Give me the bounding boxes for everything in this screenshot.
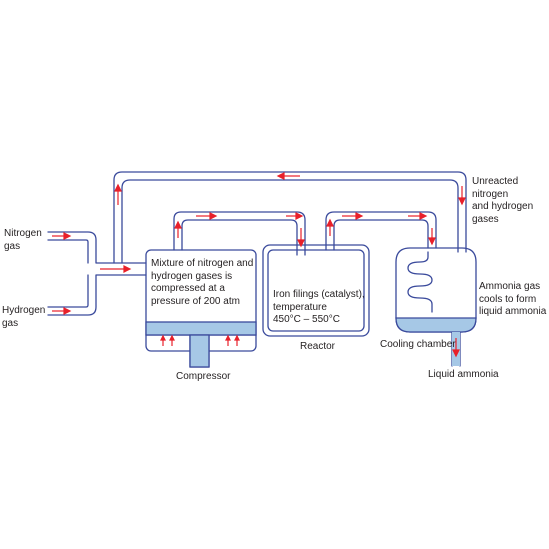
reactor-conditions: Iron filings (catalyst), temperature 450… [273, 289, 365, 327]
reactor-cooling-pipe-inner [333, 219, 429, 251]
mixed-gas-arrow [100, 265, 132, 273]
reactor-conditions-line-3: 450°C – 550°C [273, 314, 340, 325]
cooling-chamber-label: Cooling chamber [380, 339, 456, 350]
nitrogen-inlet-pipe-inner [47, 239, 89, 264]
mixture-line-4: pressure of 200 atm [151, 295, 240, 307]
mixture-line-2: hydrogen gases is [151, 270, 233, 282]
liquid-ammonia-pool [395, 317, 477, 333]
reactor-down-arrow [297, 228, 305, 248]
ammonia-cools-label: Ammonia gas cools to form liquid ammonia [479, 281, 546, 319]
mixture-description: Mixture of nitrogen and hydrogen gases i… [151, 258, 253, 308]
unreacted-line-3: and hydrogen [472, 201, 534, 212]
recycle-pipe-outer [113, 171, 467, 264]
compressor-reactor-pipe-outer [173, 211, 306, 256]
compressor-reactor-arrow-2 [286, 212, 304, 220]
compressor-piston-band [145, 321, 257, 336]
hydrogen-label-line2: gas [2, 317, 19, 329]
reactor-inner-wall [267, 249, 365, 332]
ammonia-cools-line-2: cools to form [479, 293, 537, 305]
reactor-cooling-pipe-outer [325, 211, 437, 251]
liquid-ammonia-label: Liquid ammonia [428, 369, 499, 380]
nitrogen-label-line1: Nitrogen [4, 228, 42, 239]
compressor-reactor-pipe-inner [181, 219, 298, 256]
piston-arrow-4 [234, 334, 240, 346]
nitrogen-inflow-arrow [52, 232, 72, 240]
nitrogen-gas-label: Nitrogen gas [4, 228, 42, 253]
unreacted-gases-label: Unreacted nitrogen and hydrogen gases [472, 176, 533, 226]
outlet-down-arrow [452, 338, 460, 358]
ammonia-cools-line-3: liquid ammonia [479, 306, 547, 317]
reactor-conditions-line-2: temperature [273, 301, 327, 313]
unreacted-line-2: nitrogen [472, 188, 509, 200]
hydrogen-label-line1: Hydrogen [2, 305, 46, 316]
nitrogen-label-line2: gas [4, 240, 21, 252]
recycle-arrow-down [458, 186, 466, 206]
reactor-outer-wall [262, 244, 370, 337]
piston-arrow-1 [160, 334, 166, 346]
reactor-up-arrow [326, 218, 334, 236]
unreacted-line-1: Unreacted [472, 176, 519, 187]
unreacted-line-4: gases [472, 213, 499, 225]
compressor-label: Compressor [176, 371, 231, 382]
compressor-reactor-arrow [196, 212, 218, 220]
compressor-piston-stem [189, 334, 210, 368]
hydrogen-inlet-pipe-inner [47, 274, 89, 308]
cooling-coil-inner [416, 252, 440, 312]
nitrogen-inlet-pipe [47, 231, 147, 264]
recycle-arrow-up [114, 183, 122, 205]
mixture-line-1: Mixture of nitrogen and [151, 258, 254, 269]
recycle-pipe-inner [121, 179, 459, 264]
reactor-conditions-line-1: Iron filings (catalyst), [273, 289, 365, 300]
reactor-cooling-arrow [342, 212, 364, 220]
hydrogen-gas-label: Hydrogen gas [2, 305, 45, 330]
reactor-cooling-arrow-2 [408, 212, 428, 220]
piston-arrow-3 [225, 334, 231, 346]
mixture-line-3: compressed at a [151, 283, 225, 294]
recycle-arrow-left [276, 172, 300, 180]
piston-arrow-2 [169, 334, 175, 346]
hydrogen-inlet-pipe [47, 274, 147, 316]
compressor-up-arrow [174, 220, 182, 238]
reactor-label: Reactor [300, 341, 336, 352]
cooling-coil [407, 251, 433, 313]
ammonia-cools-line-1: Ammonia gas [479, 281, 541, 292]
cooling-down-arrow [428, 228, 436, 246]
hydrogen-inflow-arrow [52, 307, 72, 315]
